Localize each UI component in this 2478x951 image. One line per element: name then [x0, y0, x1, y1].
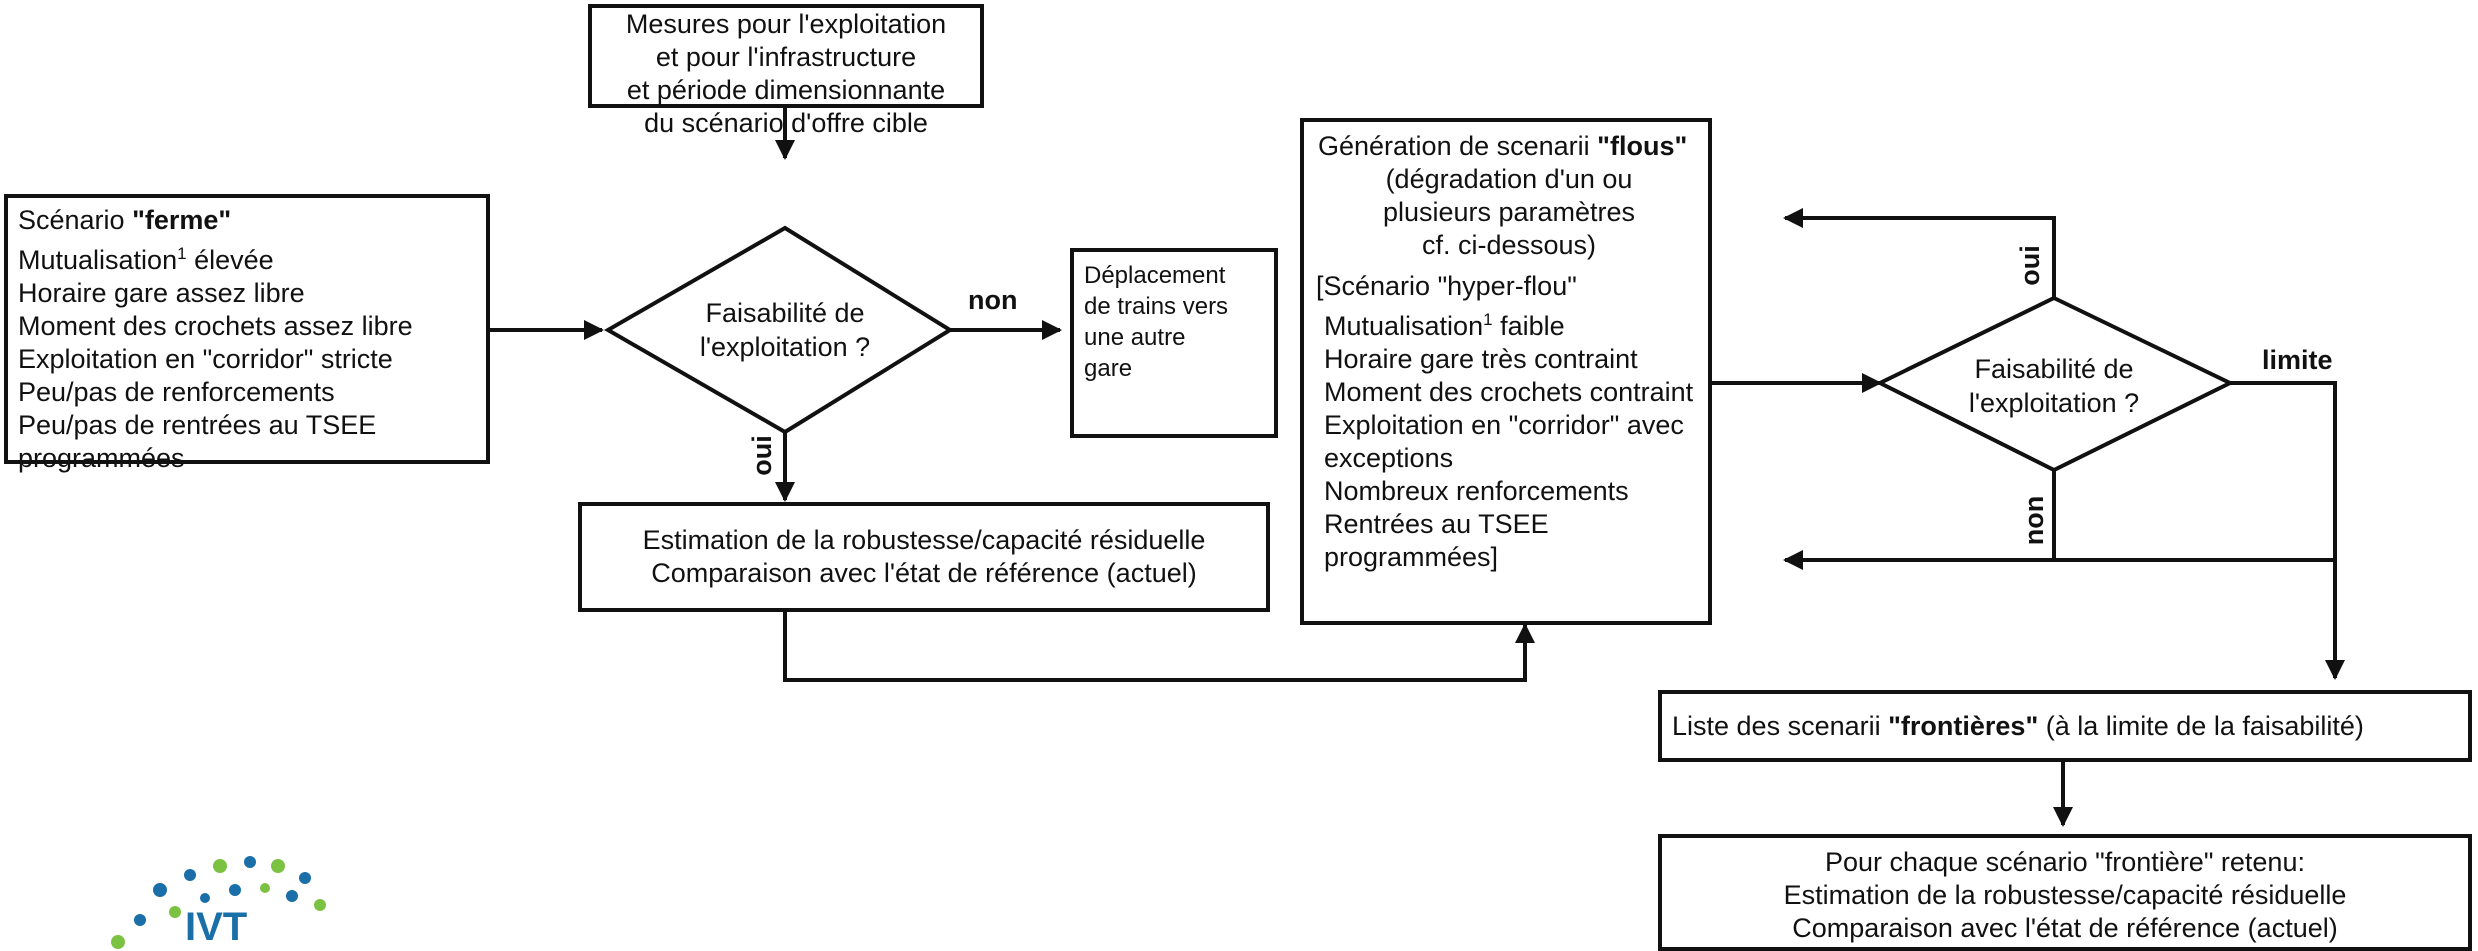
ivt-logo: IVT: [185, 905, 248, 949]
frontier-prefix: Liste des scenarii: [1672, 711, 1889, 741]
final-line: Comparaison avec l'état de référence (ac…: [1792, 913, 2338, 943]
firm-scenario-box: Scénario "ferme" Mutualisation1 élevée H…: [4, 194, 490, 473]
fuzzy-title: Génération de scenarii "flous": [1318, 131, 1688, 161]
decision-diamond-2: [1875, 295, 2235, 473]
firm-line: programmées: [18, 443, 185, 473]
firm-title: Scénario "ferme": [18, 205, 232, 235]
top-box-line: et pour l'infrastructure: [655, 42, 917, 72]
label-non-2: non: [2019, 495, 2050, 546]
label-limite: limite: [2262, 345, 2333, 375]
fuzzy-intro-line: cf. ci-dessous): [1421, 230, 1597, 260]
firm-line: Peu/pas de renforcements: [18, 377, 335, 407]
firm-line: Peu/pas de rentrées au TSEE: [18, 410, 377, 440]
decision2-line: Faisabilité de: [1974, 354, 2134, 384]
fuzzy-intro: (dégradation d'un ou plusieurs paramètre…: [1324, 163, 1694, 262]
ivt-logo-dots: [111, 856, 326, 949]
frontier-suffix: (à la limite de la faisabilité): [2038, 711, 2364, 741]
move-line: une autre: [1084, 324, 1186, 351]
estimation-line: Comparaison avec l'état de référence (ac…: [651, 558, 1197, 588]
fuzzy-line: programmées]: [1324, 542, 1499, 572]
fuzzy-line: Horaire gare très contraint: [1324, 344, 1638, 374]
fuzzy-mutualisation: Mutualisation1 faible: [1324, 310, 1565, 341]
final-line: Estimation de la robustesse/capacité rés…: [1783, 880, 2347, 910]
firm-mutualisation: Mutualisation1 élevée: [18, 244, 274, 275]
move-trains-box: Déplacement de trains vers une autre gar…: [1070, 248, 1278, 438]
fuzzy-scenarios-box: Génération de scenarii "flous" (dégradat…: [1300, 118, 1712, 625]
fuzzy-line: Exploitation en "corridor" avec: [1324, 410, 1684, 440]
arrow-decision2-limite: [2230, 381, 2345, 680]
label-non-1: non: [968, 285, 1018, 315]
fuzzy-intro-line: (dégradation d'un ou: [1385, 164, 1633, 194]
final-estimation-box: Pour chaque scénario "frontière" retenu:…: [1658, 834, 2472, 951]
decision1-line: l'exploitation ?: [699, 332, 871, 362]
estimation-line: Estimation de la robustesse/capacité rés…: [642, 525, 1206, 555]
final-line: Pour chaque scénario "frontière" retenu:: [1825, 847, 2305, 877]
label-oui-1: oui: [746, 435, 777, 476]
move-line: gare: [1084, 355, 1133, 382]
arrow-estimation-to-fuzzy: [783, 612, 1535, 682]
label-oui-2: oui: [2014, 245, 2045, 286]
top-measures-box: Mesures pour l'exploitation et pour l'in…: [588, 4, 984, 138]
arrow-decision2-non-loop: [1783, 470, 2056, 570]
fuzzy-line: Rentrées au TSEE: [1324, 509, 1549, 539]
move-line: de trains vers: [1084, 293, 1229, 320]
fuzzy-hyper: [Scénario "hyper-flou": [1316, 271, 1577, 301]
firm-line: Exploitation en "corridor" stricte: [18, 344, 393, 374]
decision2-text: Faisabilité de l'exploitation ?: [1934, 352, 2174, 420]
fuzzy-line: Moment des crochets contraint: [1324, 377, 1694, 407]
top-box-line: et période dimensionnante: [626, 75, 946, 105]
estimation-box: Estimation de la robustesse/capacité rés…: [578, 502, 1270, 612]
fuzzy-intro-line: plusieurs paramètres: [1382, 197, 1636, 227]
top-box-line: du scénario d'offre cible: [644, 108, 928, 138]
frontier-bold: "frontières": [1888, 711, 2039, 741]
top-box-line: Mesures pour l'exploitation: [625, 9, 947, 39]
decision1-text: Faisabilité de l'exploitation ?: [660, 296, 910, 364]
fuzzy-line: exceptions: [1324, 443, 1454, 473]
firm-line: Moment des crochets assez libre: [18, 311, 413, 341]
firm-line: Horaire gare assez libre: [18, 278, 305, 308]
arrow-decision2-oui-loop: [1783, 208, 2056, 298]
fuzzy-line: Nombreux renforcements: [1324, 476, 1629, 506]
move-line: Déplacement: [1084, 262, 1226, 289]
frontier-list-box: Liste des scenarii "frontières" (à la li…: [1658, 690, 2472, 762]
decision2-line: l'exploitation ?: [1968, 388, 2140, 418]
decision-diamond-1: [603, 225, 954, 435]
decision1-line: Faisabilité de: [705, 298, 865, 328]
